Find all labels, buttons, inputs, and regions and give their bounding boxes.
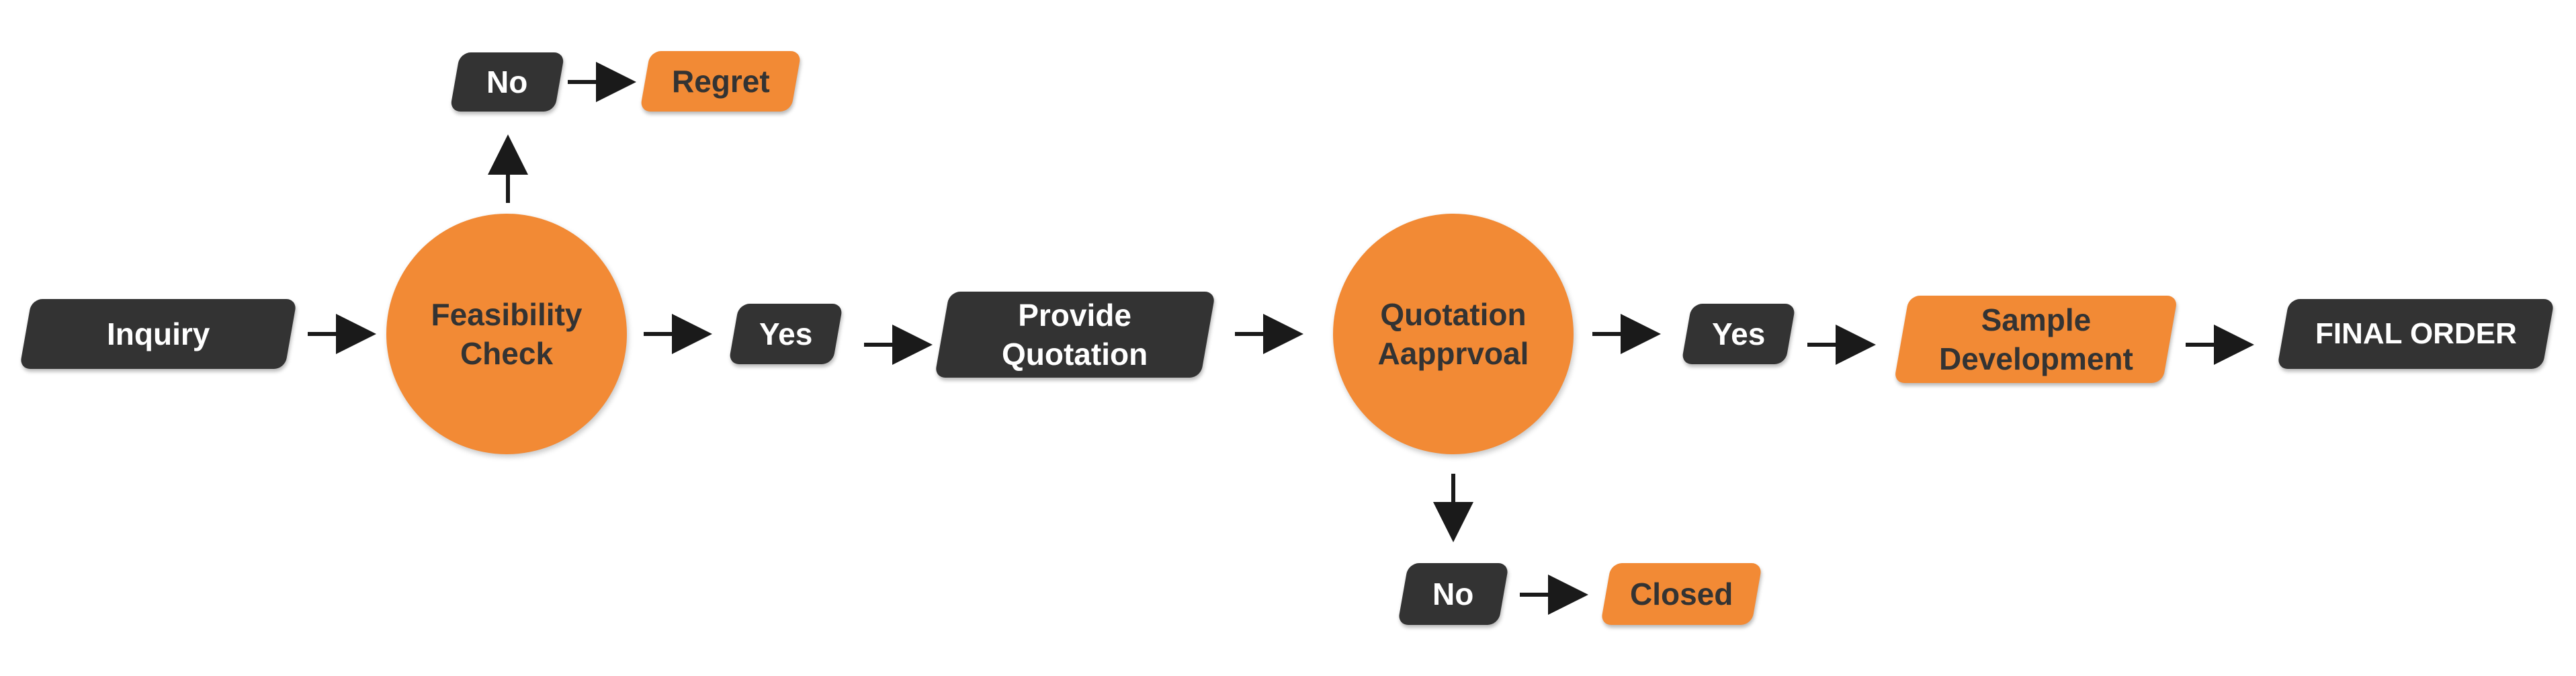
- sample-development-node: Sample Development: [1893, 296, 2178, 383]
- feasibility-yes-node: Yes: [728, 304, 843, 364]
- feasibility-yes-label: Yes: [759, 316, 813, 351]
- inquiry-node: Inquiry: [19, 299, 298, 369]
- closed-node: Closed: [1600, 563, 1763, 625]
- sample-development-label-line2: Development: [1938, 341, 2133, 376]
- regret-node: Regret: [640, 51, 802, 112]
- quotation-approval-decision: Quotation Aapprvoal: [1333, 214, 1574, 454]
- feasibility-no-node: No: [449, 52, 565, 112]
- final-order-label: FINAL ORDER: [2315, 317, 2517, 350]
- feasibility-check-label-line2: Check: [460, 336, 554, 371]
- feasibility-no-label: No: [486, 65, 528, 99]
- provide-quotation-node: Provide Quotation: [934, 292, 1216, 378]
- approval-yes-node: Yes: [1681, 304, 1796, 364]
- final-order-node: FINAL ORDER: [2276, 299, 2555, 369]
- provide-quotation-label-line2: Quotation: [1002, 337, 1148, 372]
- approval-no-node: No: [1397, 563, 1510, 625]
- approval-yes-label: Yes: [1711, 316, 1766, 351]
- feasibility-check-label-line1: Feasibility: [431, 297, 583, 332]
- provide-quotation-label-line1: Provide: [1018, 298, 1132, 333]
- quotation-approval-label-line2: Aapprvoal: [1377, 336, 1529, 371]
- inquiry-label: Inquiry: [106, 316, 210, 351]
- quotation-approval-label-line1: Quotation: [1380, 297, 1527, 332]
- sample-development-label-line1: Sample: [1981, 302, 2091, 337]
- closed-label: Closed: [1629, 577, 1733, 611]
- regret-label: Regret: [671, 64, 770, 99]
- approval-no-label: No: [1432, 577, 1474, 611]
- feasibility-check-decision: Feasibility Check: [386, 214, 627, 454]
